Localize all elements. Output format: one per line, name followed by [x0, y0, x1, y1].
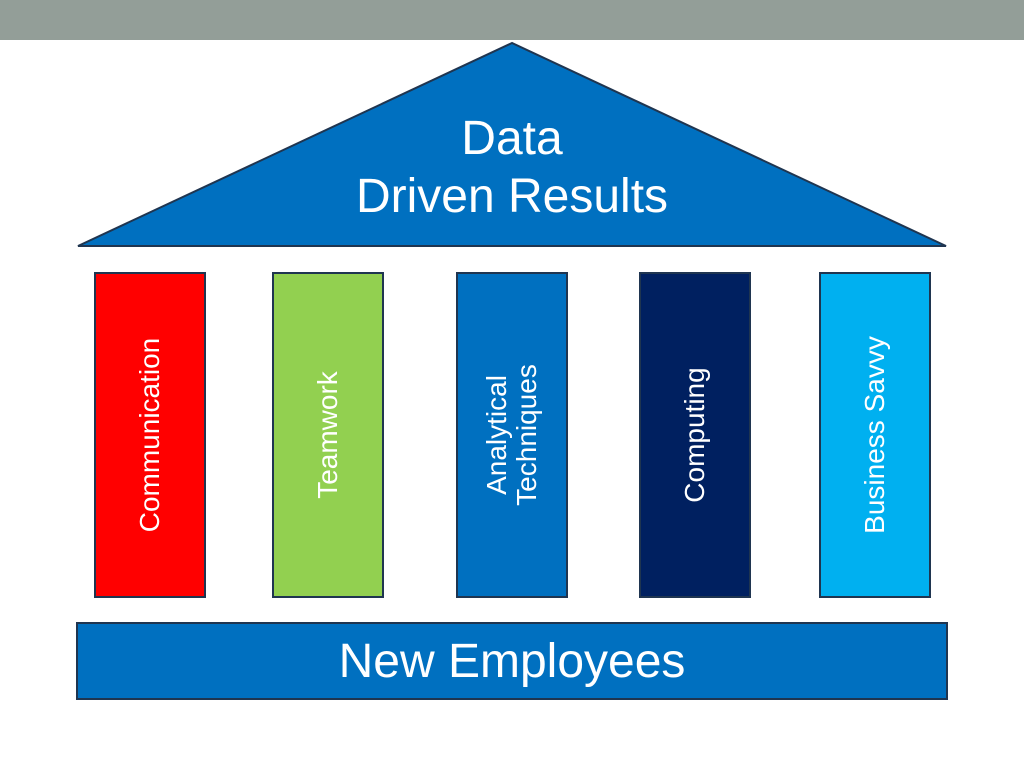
roof-title-line-1: Data	[461, 112, 563, 165]
roof-title: Data Driven Results	[262, 110, 762, 226]
pillar-label-line: Business Savvy	[859, 336, 890, 534]
pillar-computing: Computing	[639, 272, 751, 598]
pillar-label-line: Communication	[134, 337, 165, 533]
pillar-label-line-2: Techniques	[511, 364, 542, 506]
base-label: New Employees	[338, 634, 686, 688]
pillar-communication: Communication	[94, 272, 206, 598]
pillar-label: Teamwork	[312, 371, 343, 499]
pillar-business-savvy: Business Savvy	[819, 272, 931, 598]
pillar-label: Analytical Techniques	[481, 364, 542, 506]
pillar-teamwork: Teamwork	[272, 272, 384, 598]
pillar-label-line: Teamwork	[312, 371, 343, 499]
pillar-label: Communication	[134, 337, 165, 533]
roof-title-line-2: Driven Results	[355, 170, 669, 223]
pillar-label-line-1: Analytical	[481, 375, 512, 495]
base-foundation: New Employees	[76, 622, 948, 700]
roof-shape	[77, 41, 947, 247]
pillar-analytical-techniques: Analytical Techniques	[456, 272, 568, 598]
roof-triangle	[77, 41, 947, 247]
top-bar	[0, 0, 1024, 40]
pillar-label: Business Savvy	[859, 336, 890, 534]
pillar-label: Computing	[679, 367, 710, 503]
pillar-label-line: Computing	[679, 367, 710, 503]
